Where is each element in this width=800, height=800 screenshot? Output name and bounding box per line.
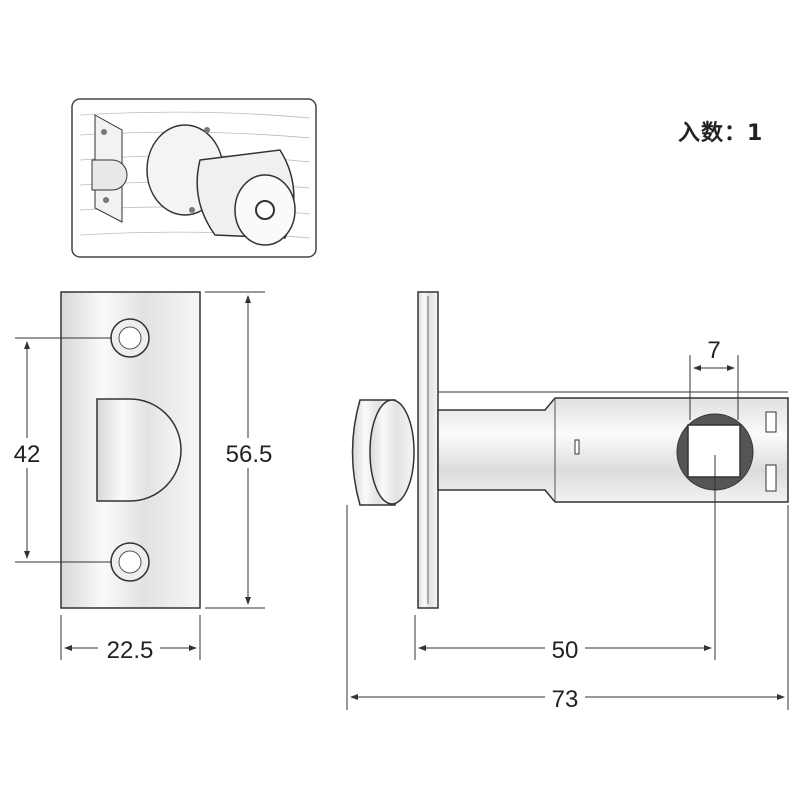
dim-square-hole: 7 (707, 337, 720, 364)
installed-illustration (71, 98, 317, 258)
front-plate-view (15, 291, 265, 660)
dim-plate-width: 22.5 (107, 637, 154, 664)
side-view (346, 291, 789, 710)
quantity-label: 入数：1 (678, 121, 764, 146)
dim-plate-height: 56.5 (226, 441, 273, 468)
dim-hole-spacing: 42 (14, 441, 41, 468)
dim-overall-length: 73 (552, 686, 579, 713)
dim-backset: 50 (552, 637, 579, 664)
